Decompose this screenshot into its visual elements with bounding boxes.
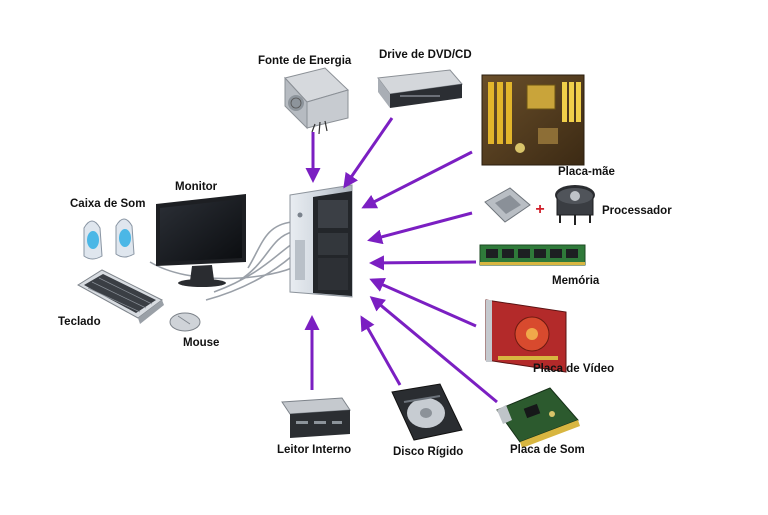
sound-card-image: [496, 387, 580, 448]
hard-disk-image: [391, 383, 463, 441]
label-hard-disk: Disco Rígido: [393, 446, 464, 458]
computer-tower: [289, 184, 353, 298]
power-supply-image: [284, 67, 349, 135]
peripheral-cables: [149, 221, 293, 301]
cpu-chip-image: [484, 187, 531, 223]
arrow-video-card: [369, 277, 477, 328]
label-monitor: Monitor: [175, 181, 218, 193]
label-memory: Memória: [552, 275, 600, 287]
video-card-image: [485, 299, 567, 373]
label-speakers: Caixa de Som: [70, 198, 146, 210]
plus-sign: +: [535, 201, 544, 218]
arrow-dvd-drive: [343, 117, 394, 189]
monitor-image: [156, 194, 246, 287]
memory-module-image: [479, 244, 586, 266]
label-mouse: Mouse: [183, 337, 220, 349]
label-sound-card: Placa de Som: [510, 444, 585, 456]
cpu-cooler-image: [555, 185, 595, 225]
label-card-reader: Leitor Interno: [277, 444, 352, 456]
label-dvd-drive: Drive de DVD/CD: [379, 49, 472, 61]
arrow-hard-disk: [360, 315, 402, 386]
card-reader-image: [281, 397, 351, 438]
arrow-sound-card: [369, 296, 498, 404]
label-motherboard: Placa-mãe: [558, 166, 615, 178]
arrow-motherboard: [361, 150, 473, 209]
speakers-image: [83, 218, 135, 260]
label-keyboard: Teclado: [58, 316, 101, 328]
motherboard-image: [481, 74, 585, 166]
mouse-image: [169, 312, 201, 332]
arrows: [304, 117, 498, 404]
label-power-supply: Fonte de Energia: [258, 55, 352, 67]
label-video-card: Placa de Vídeo: [533, 363, 615, 375]
keyboard-image: [77, 269, 164, 324]
arrow-processor: [367, 211, 473, 245]
dvd-drive-image: [377, 69, 463, 108]
label-processor: Processador: [602, 205, 672, 217]
arrow-memory: [369, 255, 477, 271]
